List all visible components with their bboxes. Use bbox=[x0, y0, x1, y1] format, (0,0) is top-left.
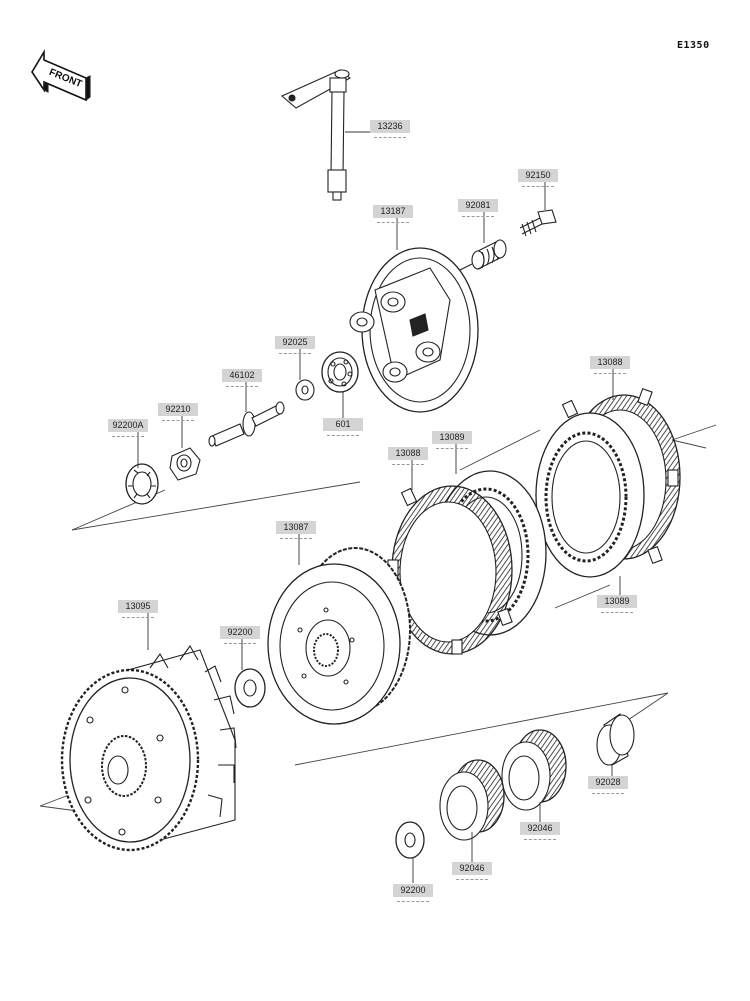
callout-92081[interactable]: 92081 bbox=[458, 199, 498, 217]
callout-13187[interactable]: 13187 bbox=[373, 205, 413, 223]
part-92028-sleeve bbox=[596, 713, 635, 766]
callout-46102[interactable]: 46102 bbox=[222, 369, 262, 387]
part-92081-spring bbox=[455, 239, 507, 273]
front-arrow-icon: FRONT bbox=[31, 49, 91, 102]
part-13089-steel-plate-rear bbox=[535, 412, 645, 578]
callout-92200A[interactable]: 92200A bbox=[108, 419, 148, 437]
callout-92210[interactable]: 92210 bbox=[158, 403, 198, 421]
callout-13236[interactable]: 13236 bbox=[370, 120, 410, 138]
part-92200-washer-lower bbox=[395, 821, 425, 859]
callout-13088-rear[interactable]: 13088 bbox=[590, 356, 630, 374]
part-92046-needle-bearing-right bbox=[501, 729, 567, 811]
callout-92046-left[interactable]: 92046 bbox=[452, 862, 492, 880]
part-92150-bolt bbox=[519, 209, 557, 237]
callout-92200-upper[interactable]: 92200 bbox=[220, 626, 260, 644]
part-92210-nut bbox=[169, 447, 201, 481]
part-92200A-lock-washer bbox=[125, 463, 159, 505]
part-13187-pressure-plate bbox=[349, 247, 479, 413]
callout-13088-front[interactable]: 13088 bbox=[388, 447, 428, 465]
part-13088-friction-plate-front bbox=[387, 485, 513, 655]
callout-13089-front[interactable]: 13089 bbox=[432, 431, 472, 449]
part-13095-clutch-housing bbox=[60, 644, 237, 852]
diagram-code: E1350 bbox=[677, 40, 710, 51]
part-92200-washer-upper bbox=[234, 668, 266, 708]
callout-13095[interactable]: 13095 bbox=[118, 600, 158, 618]
part-601-bearing bbox=[321, 351, 359, 393]
callout-13089-rear[interactable]: 13089 bbox=[597, 595, 637, 613]
callout-601[interactable]: 601 bbox=[323, 418, 363, 436]
callout-92046-right[interactable]: 92046 bbox=[520, 822, 560, 840]
part-13087-clutch-hub bbox=[267, 547, 411, 725]
callout-92028[interactable]: 92028 bbox=[588, 776, 628, 794]
part-46102-push-rod bbox=[208, 401, 285, 447]
callout-92025[interactable]: 92025 bbox=[275, 336, 315, 354]
callout-13087[interactable]: 13087 bbox=[276, 521, 316, 539]
callout-92200-lower[interactable]: 92200 bbox=[393, 884, 433, 902]
part-13236-release-shaft bbox=[280, 69, 351, 201]
axis-guide-lines bbox=[39, 424, 717, 813]
part-92046-needle-bearing-left bbox=[439, 759, 505, 841]
callout-92150[interactable]: 92150 bbox=[518, 169, 558, 187]
part-92025-washer bbox=[295, 379, 315, 401]
